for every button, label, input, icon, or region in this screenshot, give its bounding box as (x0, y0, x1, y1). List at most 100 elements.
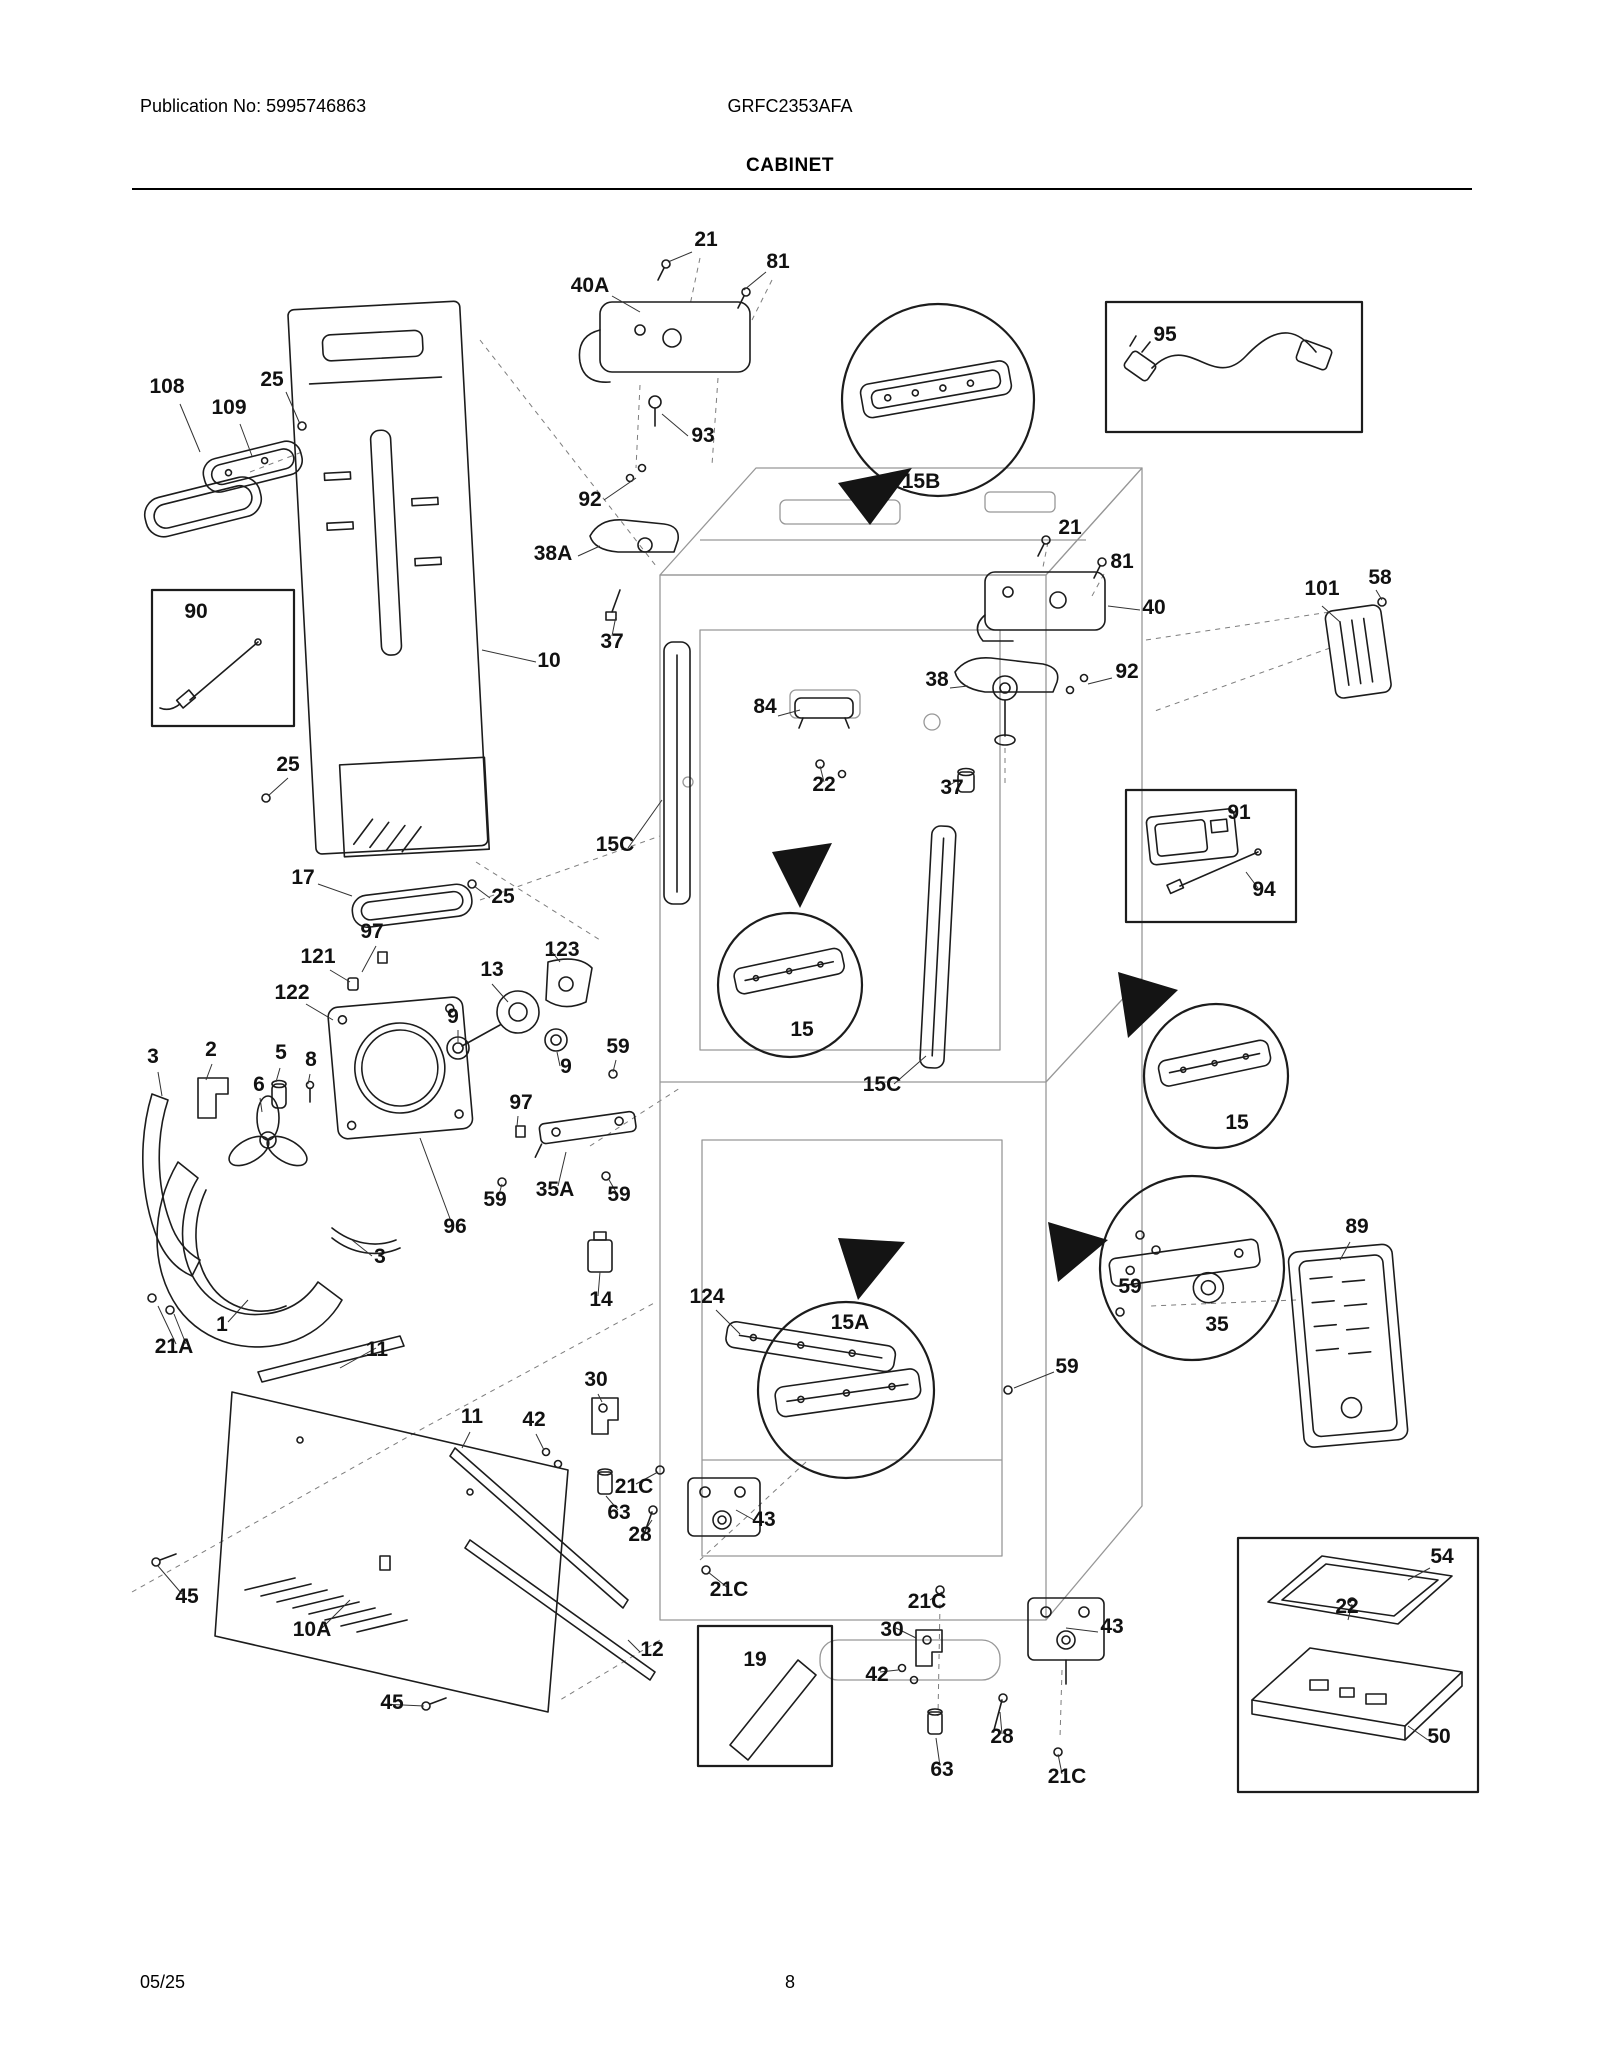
part-callout-11: 11 (461, 1405, 484, 1428)
part-callout-14: 14 (589, 1288, 613, 1311)
hinge-hardware-left (541, 1397, 761, 1575)
header-rule (132, 188, 1472, 190)
hinge-hardware-center (897, 1585, 1105, 1757)
rail-15c-left (663, 641, 691, 905)
part-callout-59: 59 (606, 1035, 629, 1058)
part-callout-93: 93 (691, 424, 714, 447)
part-callout-28: 28 (990, 1725, 1014, 1748)
detail-circle-15a (756, 1238, 936, 1480)
part-callout-28: 28 (628, 1523, 652, 1546)
part-callout-13: 13 (480, 958, 503, 981)
footer-date: 05/25 (140, 1972, 186, 1992)
part-callout-121: 121 (300, 945, 335, 968)
inset-box-91-94 (1124, 788, 1298, 924)
detail-circle-35 (1048, 1174, 1286, 1362)
part-callout-17: 17 (291, 866, 314, 889)
part-callout-95: 95 (1153, 323, 1177, 346)
detail-circle-15b (838, 302, 1036, 525)
part-callout-21C: 21C (710, 1578, 749, 1601)
shroud-1 (142, 1093, 401, 1348)
part-callout-21: 21 (694, 228, 718, 251)
handle-108-109 (143, 440, 303, 538)
part-callout-124: 124 (689, 1285, 724, 1308)
part-callout-42: 42 (522, 1408, 545, 1431)
part-callout-9: 9 (447, 1005, 459, 1028)
part-callout-30: 30 (880, 1618, 903, 1641)
gasket-17 (351, 883, 473, 929)
panel-10 (287, 300, 491, 858)
inset-box-54-50 (1236, 1536, 1480, 1794)
part-callout-81: 81 (766, 250, 790, 273)
grille-101 (1324, 604, 1392, 699)
part-callout-25: 25 (276, 753, 300, 776)
section-title: CABINET (746, 155, 834, 176)
screw-58 (1377, 597, 1387, 607)
part-callout-12: 12 (640, 1638, 663, 1661)
fan-blade-6 (228, 1095, 308, 1167)
part-callout-10: 10 (537, 649, 560, 672)
part-callout-21A: 21A (155, 1335, 194, 1358)
bracket-40a (578, 259, 751, 621)
fan-orifice-122 (327, 996, 474, 1140)
bracket-35a (534, 1110, 637, 1158)
part-callout-54: 54 (1430, 1545, 1454, 1568)
part-callout-2: 2 (205, 1038, 217, 1061)
publication-number: Publication No: 5995746863 (140, 96, 367, 116)
rail-15c-right (919, 825, 957, 1069)
part-callout-40: 40 (1142, 596, 1165, 619)
part-callout-22: 22 (1335, 1595, 1358, 1618)
rail-124 (725, 1320, 897, 1373)
part-callout-21C: 21C (1048, 1765, 1087, 1788)
part-callout-15C: 15C (863, 1073, 902, 1096)
panel-10a (214, 1391, 569, 1713)
part-callout-97: 97 (360, 920, 383, 943)
part-callout-92: 92 (578, 488, 601, 511)
part-callout-38A: 38A (534, 542, 573, 565)
part-callout-30: 30 (584, 1368, 607, 1391)
construction-lines (131, 257, 1331, 1739)
part-callout-25: 25 (260, 368, 284, 391)
part-callout-38: 38 (925, 668, 949, 691)
part-callout-123: 123 (544, 938, 579, 961)
detail-circle-15-right (1118, 972, 1290, 1150)
part-callout-84: 84 (753, 695, 777, 718)
part-callout-91: 91 (1227, 801, 1251, 824)
part-callout-11: 11 (366, 1338, 389, 1361)
part-callout-58: 58 (1368, 566, 1392, 589)
part-callout-37: 37 (940, 776, 963, 799)
part-callout-1: 1 (216, 1313, 228, 1336)
part-callout-35: 35 (1205, 1313, 1229, 1336)
part-callout-42: 42 (865, 1663, 888, 1686)
part-callout-10A: 10A (293, 1618, 332, 1641)
part-callout-90: 90 (184, 600, 207, 623)
part-callout-97: 97 (509, 1091, 532, 1114)
inset-box-95 (1104, 300, 1364, 434)
part-callout-3: 3 (147, 1045, 159, 1068)
part-callout-15A: 15A (831, 1311, 870, 1334)
part-callout-96: 96 (443, 1215, 466, 1238)
part-callout-6: 6 (253, 1073, 265, 1096)
part-callout-108: 108 (149, 375, 184, 398)
part-callout-43: 43 (1100, 1615, 1123, 1638)
part-callout-50: 50 (1427, 1725, 1450, 1748)
part-callout-109: 109 (211, 396, 246, 419)
part-callout-81: 81 (1110, 550, 1134, 573)
part-callout-59: 59 (1055, 1355, 1078, 1378)
part-callout-5: 5 (275, 1041, 287, 1064)
part-callout-3: 3 (374, 1245, 386, 1268)
part-callout-59: 59 (483, 1188, 506, 1211)
part-callout-22: 22 (812, 773, 835, 796)
inset-box-19 (696, 1624, 834, 1768)
model-number: GRFC2353AFA (727, 96, 853, 116)
part-callout-101: 101 (1304, 577, 1339, 600)
part-callout-15B: 15B (902, 470, 941, 493)
part-callout-63: 63 (930, 1758, 953, 1781)
part-callout-122: 122 (274, 981, 309, 1004)
part-callout-40A: 40A (571, 274, 610, 297)
part-callout-8: 8 (305, 1048, 317, 1071)
fan-motor-13 (347, 951, 593, 1138)
footer-page-number: 8 (784, 1972, 795, 1992)
part-callout-21C: 21C (615, 1475, 654, 1498)
